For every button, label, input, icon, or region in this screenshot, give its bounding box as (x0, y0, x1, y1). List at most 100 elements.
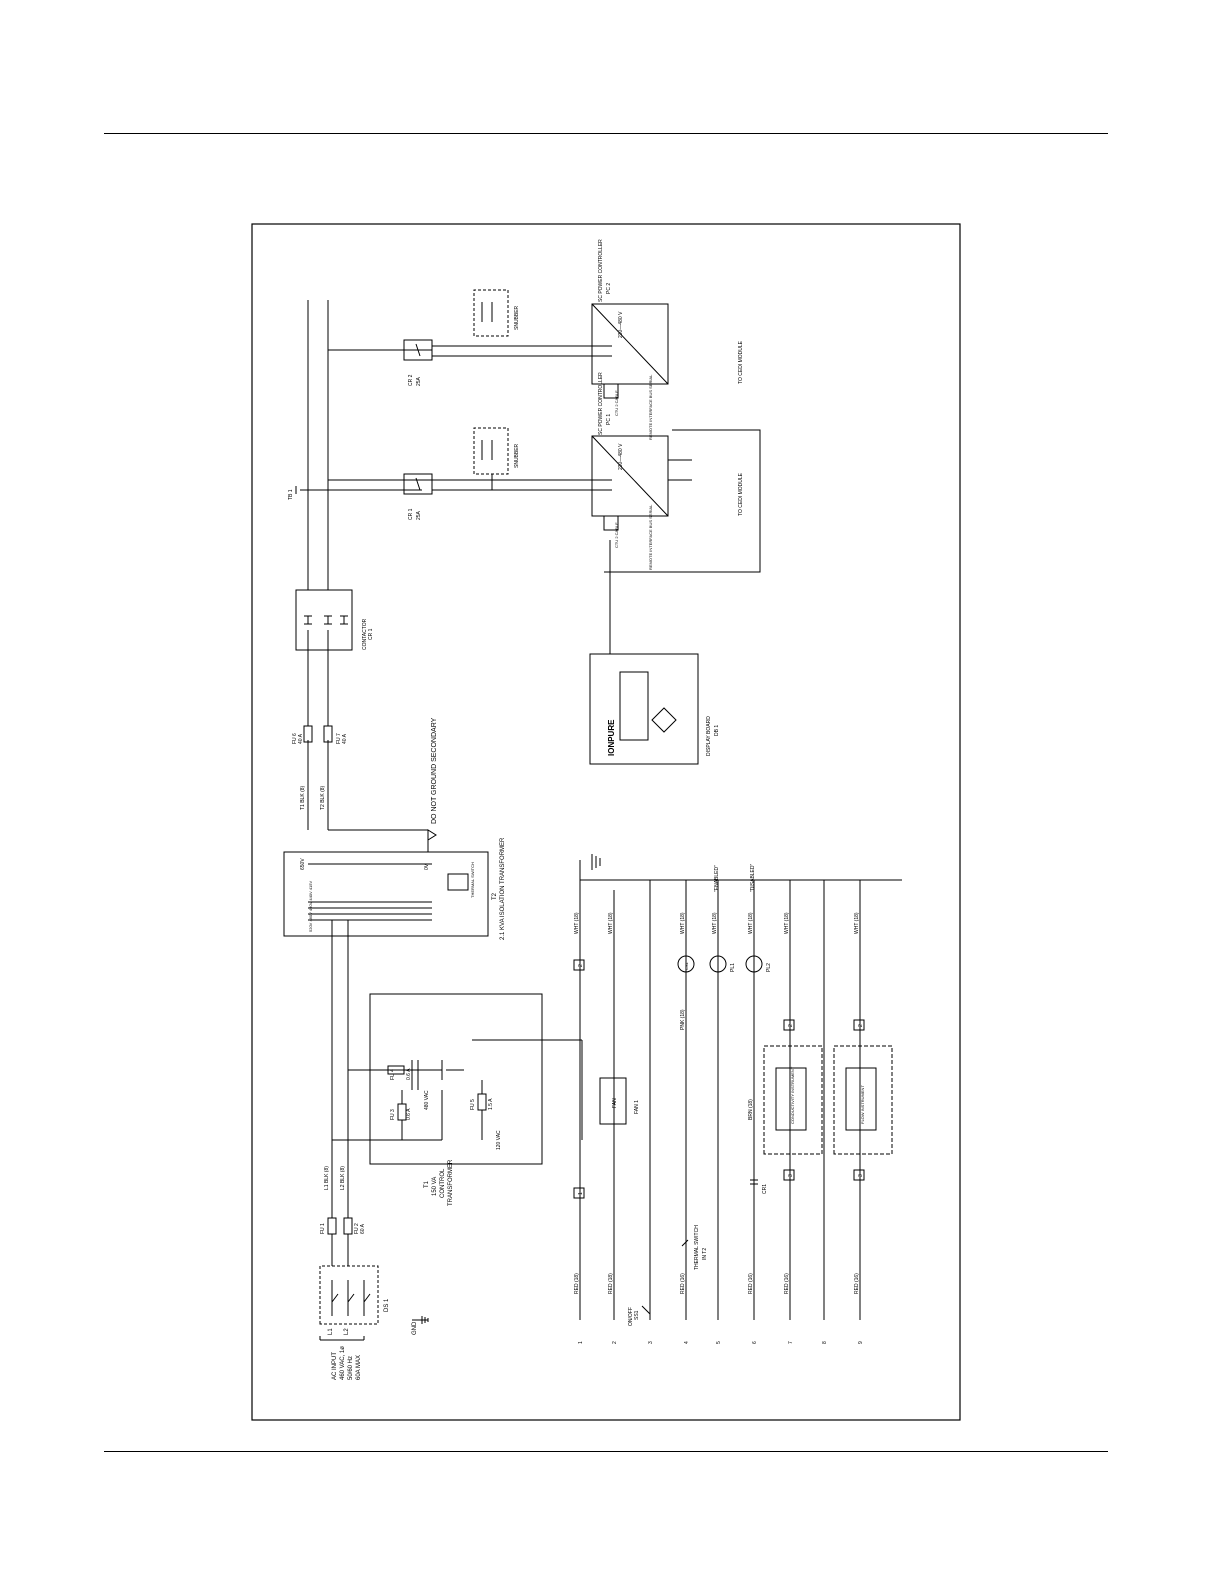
cs1-coil (677, 955, 695, 973)
snubber-2: SNUBBER (473, 289, 520, 337)
rung-num-7: 7 (788, 1341, 794, 1344)
l2-label: L2 (344, 1328, 350, 1335)
rung-num-1: 1 (578, 1341, 584, 1344)
snubber-1: SNUBBER (473, 427, 520, 490)
pc2-ref: PC 2 (606, 283, 612, 294)
wire-t2-blk: T2 BLK (8) (320, 785, 326, 810)
power-controller-pc2: SC POWER CONTROLLER PC 2 230—480 V TO CE… (591, 239, 744, 440)
wire-l1-blk: L1 BLK (8) (324, 1166, 330, 1190)
t2-isolation-transformer: 650V 0V 520V 480V 460V 440V 415V THERMAL… (283, 837, 506, 1140)
contactor-ref: CR 1 (368, 628, 374, 640)
ac-input-label-1: AC INPUT (332, 1352, 338, 1380)
cr2-relay-val: 25A (416, 376, 422, 386)
remote-1: REMOTE INTERFACE BUS SERIAL (648, 504, 653, 570)
pl2-label: PL2 (766, 963, 772, 972)
fu3-ref: FU 3 (390, 1109, 396, 1120)
fu4-ref: FU 4 (390, 1069, 396, 1080)
thermal-switch-in: IN T2 (702, 1248, 708, 1260)
cr1-contact (750, 1179, 758, 1185)
display-board-ref: DB 1 (714, 725, 720, 736)
snubber-1-label: SNUBBER (514, 443, 520, 468)
remote-2: REMOTE INTERFACE BUS SERIAL (648, 374, 653, 440)
display-board-label: DISPLAY BOARD (706, 716, 712, 756)
rung-num-6: 6 (752, 1341, 758, 1344)
cable-2: CTU 2 CABLE (614, 390, 619, 416)
fu5-value: 1.5 A (488, 1098, 494, 1110)
l1-label: L1 (328, 1328, 334, 1335)
t1-control-transformer: FU 3 0.6 A FU 4 0.6 A FU 5 1.5 A 480 VAC… (332, 993, 583, 1206)
ds1-label: DS 1 (384, 1298, 390, 1312)
wire-wht-1: WHT (18) (574, 912, 580, 934)
wire-wht-5: WHT (18) (712, 912, 718, 934)
pc1-ref: PC 1 (606, 414, 612, 425)
cr1-relay-val: 25A (416, 510, 422, 520)
fan-ref: FAN 1 (634, 1100, 640, 1114)
fu2-ref: FU 2 (354, 1223, 360, 1234)
thermal-switch-box: THERMAL SWITCH (470, 862, 475, 898)
fu5-ref: FU 5 (470, 1099, 476, 1110)
pl1-label: PL1 (730, 963, 736, 972)
wire-wht-2: WHT (18) (608, 912, 614, 934)
ac-input-label-3: 50/60 Hz (348, 1356, 354, 1380)
relay-cr1: CR 1 25A (308, 473, 612, 520)
brand-logo: IONPURE (607, 719, 616, 756)
pc1-voltage: 230—480 V (618, 443, 624, 470)
display-board-db1: IONPURE DISPLAY BOARD DB 1 (589, 540, 720, 765)
cr1-relay-ref: CR 1 (408, 508, 414, 520)
thermal-switch-label: THERMAL SWITCH (694, 1225, 700, 1270)
t1-480-label: 480 VAC (424, 1090, 430, 1110)
terminal-3b: 3 (858, 1174, 864, 1177)
wire-red-9: RED (16) (854, 1273, 860, 1294)
disabled-label: "DISABLED" (750, 863, 756, 892)
rung-num-9: 9 (858, 1341, 864, 1344)
wire-l2-blk: L2 BLK (8) (340, 1166, 346, 1190)
cs1-label: CS1 (684, 961, 689, 970)
wire-red-4: RED (16) (680, 1273, 686, 1294)
wire-red-2: RED (18) (608, 1273, 614, 1294)
t2-0v-label: 0V (424, 863, 430, 870)
ss1-switch (641, 1305, 651, 1320)
t1-desc-2: CONTROL (440, 1168, 446, 1198)
bus-frame (604, 429, 761, 573)
terminal-2c: 2 (858, 1024, 864, 1027)
contactor-cr1: CONTACTOR CR 1 (295, 300, 374, 651)
fu7-ref: FU 7 (336, 733, 342, 744)
tb1-block: TB 1 (288, 486, 308, 500)
do-not-ground-note: DO NOT GROUND SECONDARY (328, 717, 438, 852)
pl1-lamp (709, 955, 727, 973)
t1-desc-1: 150 VA (432, 1177, 438, 1196)
top-rule (104, 133, 1108, 134)
pc1-title: SC POWER CONTROLLER (598, 372, 604, 435)
control-ladder: 1 2 3 4 5 6 7 8 9 RED (18) RED (18) RED … (573, 854, 902, 1344)
flow-label: FLOW INSTRUMENT (860, 1085, 865, 1124)
terminal-1: 1 (578, 1192, 584, 1195)
cr1-contact-label: CR1 (762, 1184, 768, 1194)
ac-input-block: AC INPUT 460 VAC, 1ø 50/60 Hz 60A MAX L1… (319, 1316, 429, 1380)
t2-desc: 2.1 KVA ISOLATION TRANSFORMER (500, 837, 506, 940)
terminal-2a: 2 (578, 964, 584, 967)
tb1-label: TB 1 (288, 489, 294, 500)
fan-label: FAN (612, 1098, 618, 1108)
ac-input-label-4: 60A MAX (356, 1355, 362, 1380)
t1-ref: T1 (424, 1180, 430, 1188)
cable-1: CTU 2 CABLE (614, 522, 619, 548)
rung-num-8: 8 (822, 1341, 828, 1344)
fan-box (599, 1077, 627, 1125)
fu3-value: 0.6 A (406, 1108, 412, 1120)
pc2-title: SC POWER CONTROLLER (598, 239, 604, 302)
enabled-label: "ENABLED" (714, 865, 720, 892)
terminal-2b: 2 (788, 1024, 794, 1027)
t2-650-label: 650V (300, 858, 306, 870)
main-fuses: FU 1 FU 2 60 A L1 BLK (8) L2 BLK (8) (320, 1140, 366, 1266)
drawing-frame (251, 223, 961, 1421)
pc2-voltage: 230—480 V (618, 311, 624, 338)
snubber-2-label: SNUBBER (514, 305, 520, 330)
fu7-value: 40 A (342, 733, 348, 744)
ss1-desc: ON/OFF (628, 1307, 634, 1326)
fu6-ref: FU 6 (292, 733, 298, 744)
fu2-value: 60 A (360, 1223, 366, 1234)
fu6-value: 40 A (298, 733, 304, 744)
fu4-value: 0.6 A (406, 1068, 412, 1080)
pl2-lamp (745, 955, 763, 973)
